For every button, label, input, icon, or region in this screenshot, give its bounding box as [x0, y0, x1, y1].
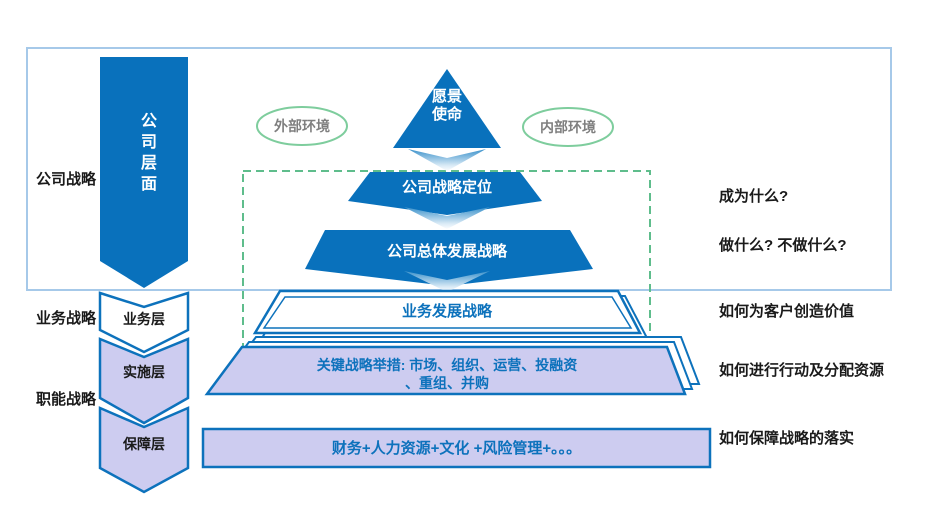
support-functions-shape: [201, 427, 712, 469]
business-dev-label: 业务发展战略: [401, 303, 492, 320]
annotation-do-what: 做什么? 不做什么?: [719, 237, 847, 254]
support-layer-label: 保障层: [123, 436, 165, 452]
external-environment-label: 外部环境: [274, 118, 330, 134]
support-functions-label: 财务+人力资源+文化 +风险管理+。。。: [331, 440, 582, 457]
arrow-below-positioning: [404, 207, 490, 229]
support-layer-chevron: [98, 406, 190, 494]
internal-environment-ellipse: [522, 107, 614, 147]
key-initiatives-shape: [204, 345, 687, 396]
overall-strategy-shape: [305, 230, 593, 286]
positioning-label: 公司战略定位: [401, 179, 492, 196]
external-environment-ellipse: [256, 106, 348, 146]
key-initiatives-label: 关键战略举措: 市场、组织、运营、投融资 、重组、并购: [316, 357, 578, 391]
business-dev-inner-outline: [262, 296, 633, 329]
positioning-shape: [348, 172, 542, 215]
internal-environment-label: 内部环境: [540, 119, 596, 135]
label-functional-strategy: 职能战略: [36, 391, 97, 408]
label-business-strategy: 业务战略: [36, 310, 97, 327]
vision-triangle: [393, 69, 501, 148]
corporate-level-banner-shape: [100, 57, 188, 288]
annotation-customer-value: 如何为客户创造价值: [719, 303, 855, 320]
arrow-below-overall: [404, 271, 490, 292]
annotation-safeguard: 如何保障战略的落实: [719, 430, 855, 447]
business-layer-label: 业务层: [123, 311, 165, 327]
arrow-below-vision: [408, 149, 486, 171]
implementation-layer-label: 实施层: [123, 364, 165, 380]
overall-strategy-label: 公司总体发展战略: [386, 243, 507, 260]
annotation-action-resources: 如何进行行动及分配资源: [719, 362, 885, 379]
label-corporate-strategy: 公司战略: [36, 171, 97, 188]
vision-mission-label: 愿景 使命: [431, 88, 462, 123]
banner-corporate-level-label: 公司层面: [138, 112, 155, 196]
business-layer-chevron: [98, 291, 190, 354]
implementation-layer-chevron: [98, 337, 190, 425]
annotation-become-what: 成为什么?: [719, 188, 789, 205]
